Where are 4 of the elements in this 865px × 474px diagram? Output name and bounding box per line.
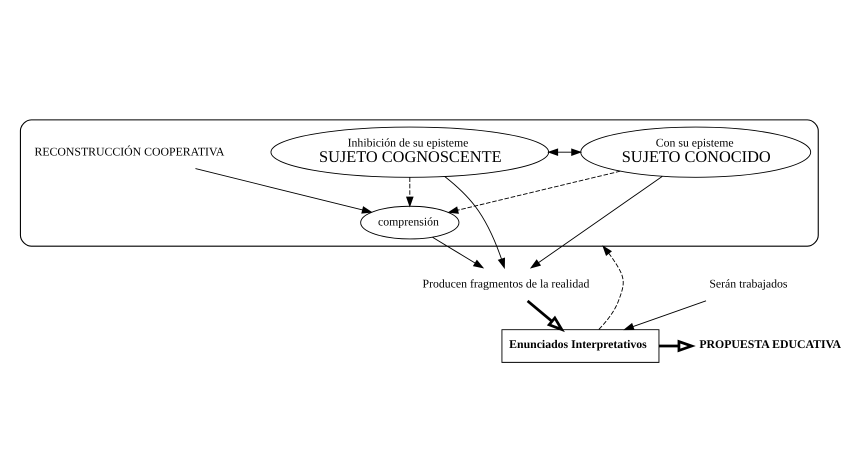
node-text: PROPUESTA EDUCATIVA xyxy=(699,336,842,351)
node-text: Serán trabajados xyxy=(709,276,788,290)
node-text: Producen fragmentos de la realidad xyxy=(422,276,590,290)
node-text: RECONSTRUCCIÓN COOPERATIVA xyxy=(34,144,224,158)
